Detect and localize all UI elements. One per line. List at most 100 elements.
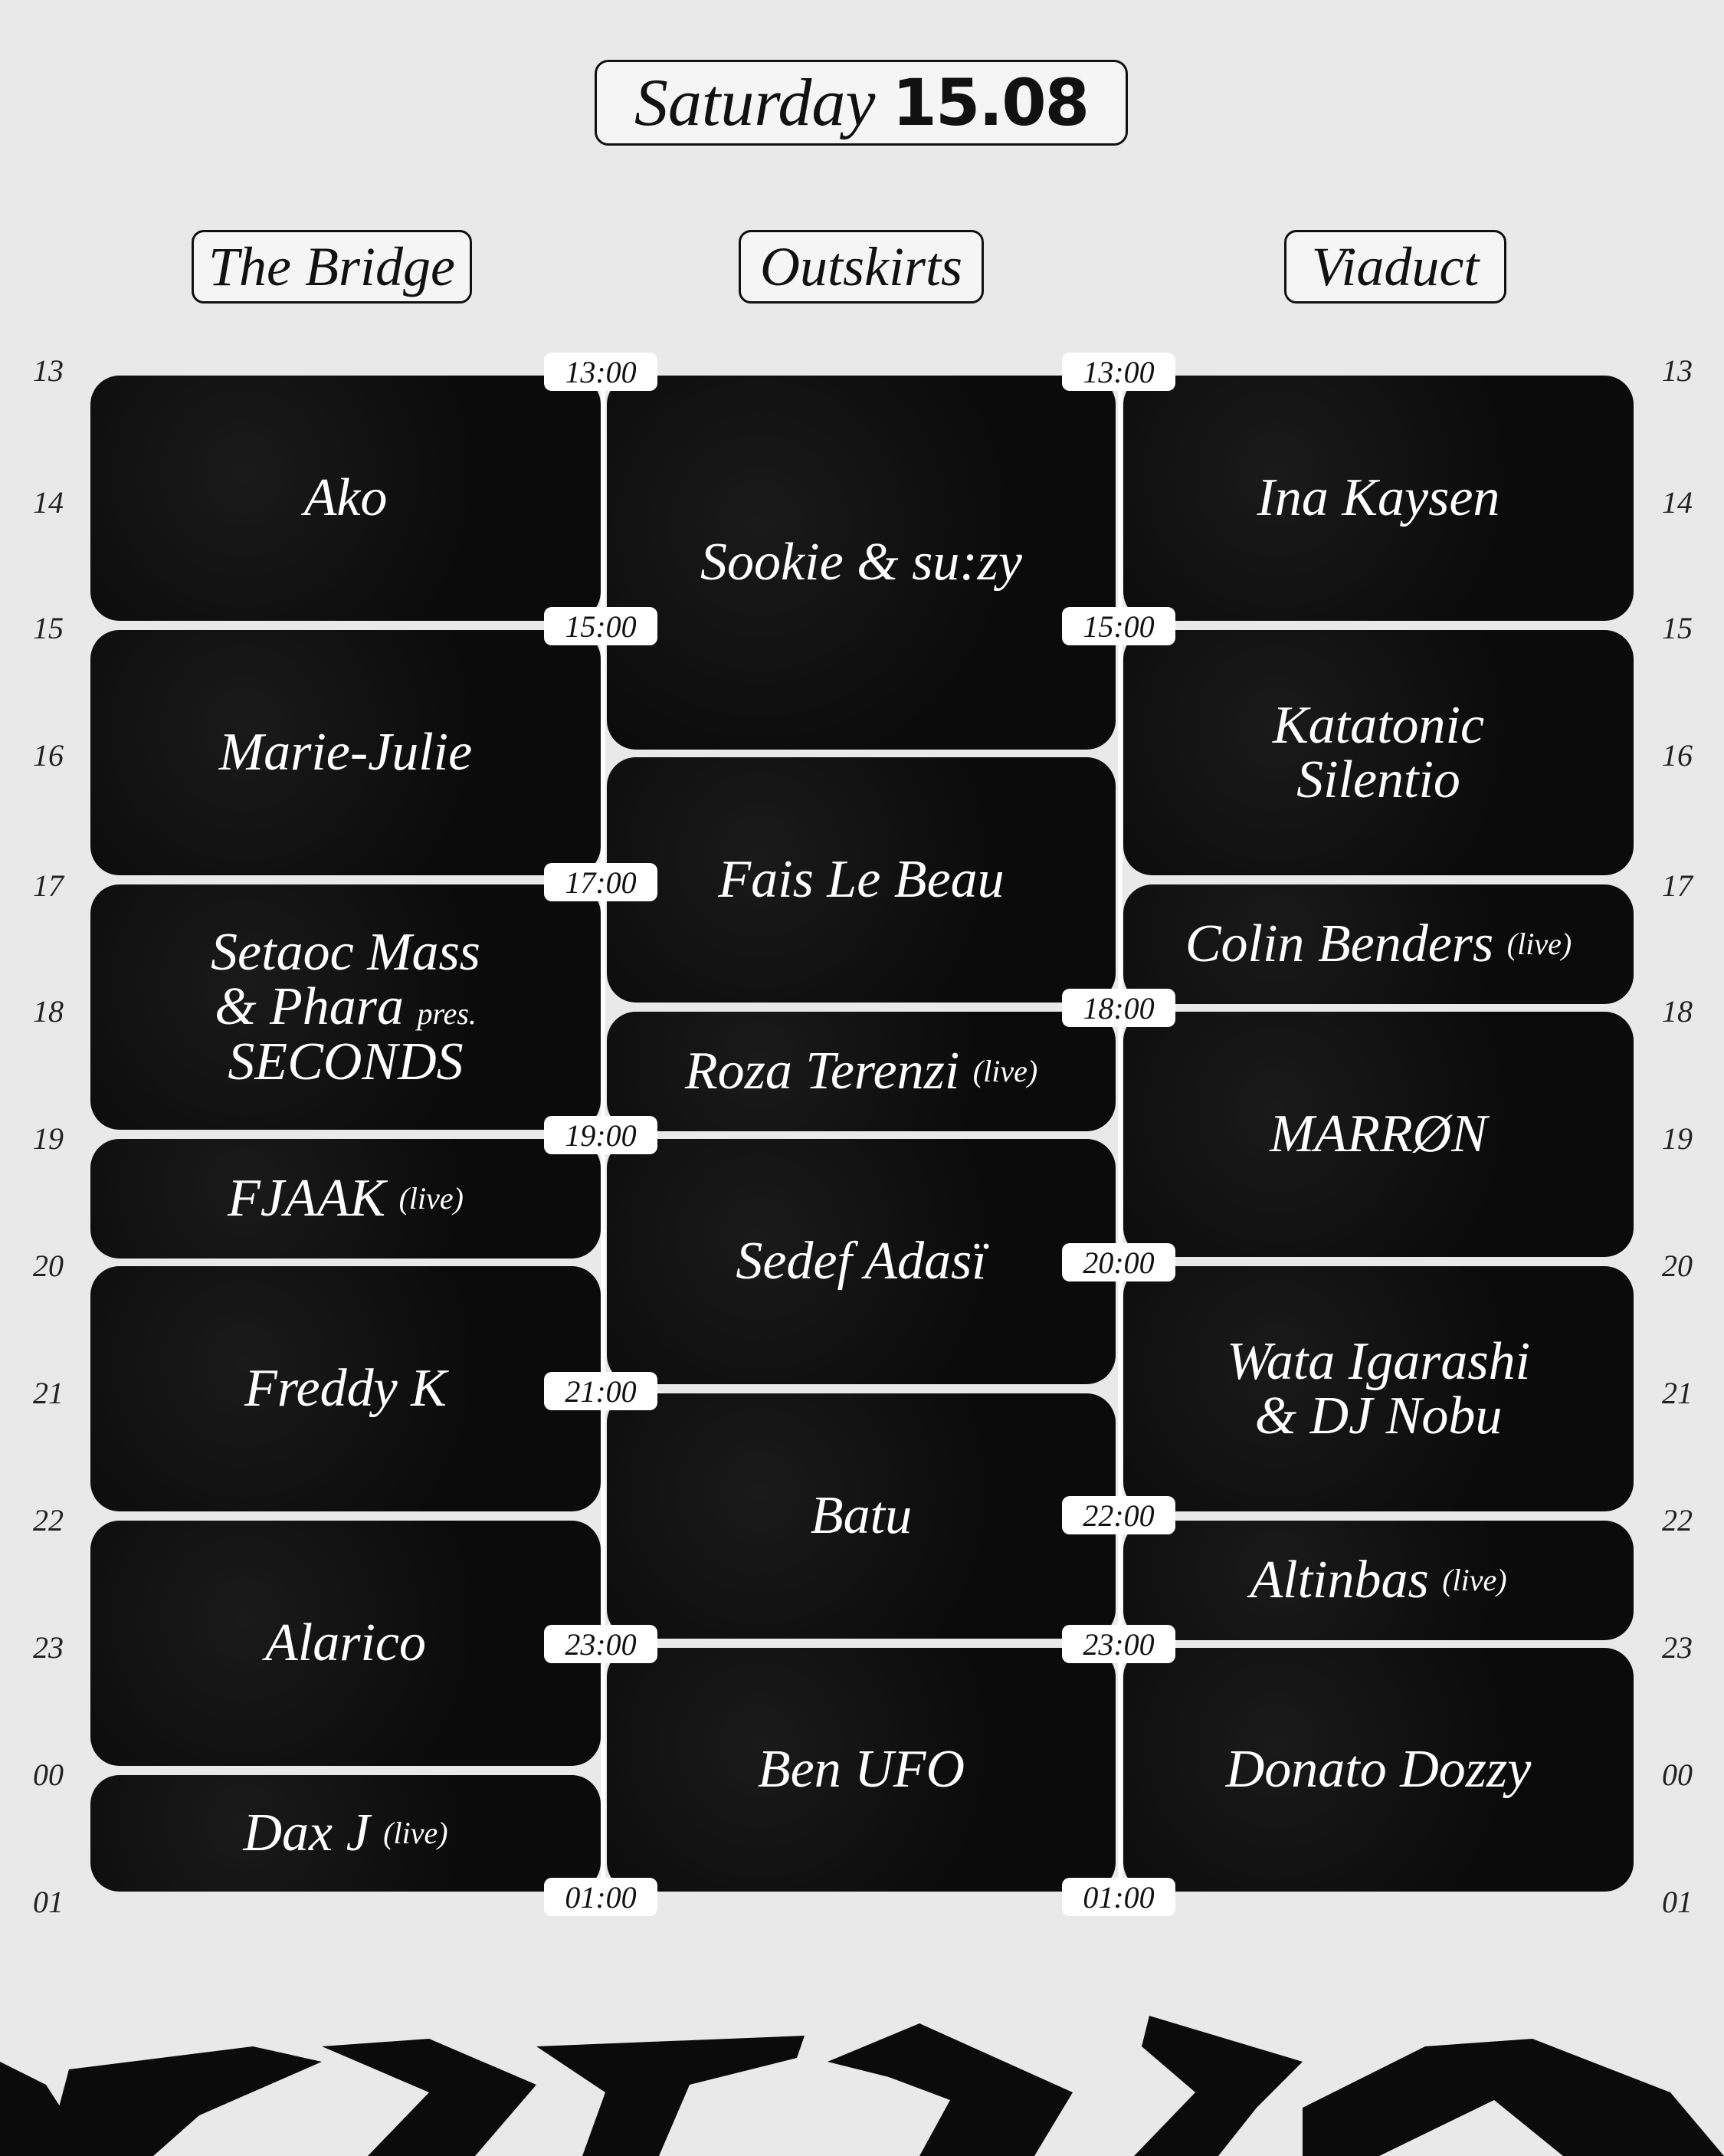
artist-name: Marie-Julie xyxy=(218,723,473,783)
set-colin-benders[interactable]: Colin Benders (live) xyxy=(1123,884,1634,1004)
set-ben-ufo[interactable]: Ben UFO xyxy=(607,1648,1116,1892)
hour-right-23: 23 xyxy=(1662,1630,1693,1665)
hour-left-14: 14 xyxy=(33,485,64,520)
set-marron[interactable]: MARRØN xyxy=(1123,1012,1634,1257)
set-alarico[interactable]: Alarico xyxy=(90,1521,601,1766)
hour-right-21: 21 xyxy=(1662,1376,1693,1410)
hour-right-16: 16 xyxy=(1662,738,1693,773)
artist-name: Roza Terenzi xyxy=(684,1042,960,1101)
artist-name: Fais Le Beau xyxy=(718,850,1005,910)
artist-name: Colin Benders xyxy=(1185,914,1494,974)
hour-right-15: 15 xyxy=(1662,611,1693,645)
artist-name: Alarico xyxy=(265,1613,426,1673)
set-katatonic-silentio[interactable]: Katatonic Silentio xyxy=(1123,630,1634,875)
artist-name-line3: SECONDS xyxy=(228,1032,464,1091)
pres-note: pres. xyxy=(417,996,477,1032)
artist-name: Batu xyxy=(810,1486,913,1546)
time-tag-1700-left: 17:00 xyxy=(544,863,657,901)
live-note: (live) xyxy=(398,1180,464,1216)
artist-name: Altinbas xyxy=(1250,1551,1429,1610)
hour-left-21: 21 xyxy=(33,1376,64,1410)
logo-shape-2 xyxy=(46,2046,322,2156)
logo-shape-4 xyxy=(536,2036,805,2156)
artist-name: Ben UFO xyxy=(757,1740,965,1800)
artist-name: Dax J xyxy=(243,1803,370,1863)
set-sedef-adasi[interactable]: Sedef Adasï xyxy=(607,1139,1116,1384)
logo-shape-3 xyxy=(322,2039,536,2156)
hour-left-20: 20 xyxy=(33,1249,64,1283)
hour-left-19: 19 xyxy=(33,1121,64,1156)
stage-header-the-bridge: The Bridge xyxy=(192,230,472,304)
time-tag-1300-right: 13:00 xyxy=(1062,353,1175,391)
time-tag-1300-left: 13:00 xyxy=(544,353,657,391)
hour-left-17: 17 xyxy=(33,868,64,903)
hour-right-18: 18 xyxy=(1662,994,1693,1029)
hour-right-00: 00 xyxy=(1662,1757,1693,1792)
hour-right-19: 19 xyxy=(1662,1121,1693,1156)
festival-logo xyxy=(0,2016,1724,2156)
artist-name: Katatonic xyxy=(1272,695,1485,755)
set-roza-terenzi[interactable]: Roza Terenzi (live) xyxy=(607,1012,1116,1131)
set-fais-le-beau[interactable]: Fais Le Beau xyxy=(607,757,1116,1003)
artist-name: Ina Kaysen xyxy=(1257,468,1500,528)
hour-right-01: 01 xyxy=(1662,1885,1693,1919)
logo-shape-5 xyxy=(828,2023,1073,2156)
artist-name: Setaoc Mass xyxy=(211,922,480,982)
logo-shape-6 xyxy=(1134,2016,1303,2156)
set-ina-kaysen[interactable]: Ina Kaysen xyxy=(1123,376,1634,621)
artist-name: Sookie & su:zy xyxy=(700,533,1022,592)
time-tag-0100-right: 01:00 xyxy=(1062,1878,1175,1916)
hour-right-22: 22 xyxy=(1662,1503,1693,1537)
artist-name: Wata Igarashi xyxy=(1226,1331,1531,1391)
artist-name: MARRØN xyxy=(1270,1104,1487,1164)
hour-right-14: 14 xyxy=(1662,485,1693,520)
time-tag-0100-left: 01:00 xyxy=(544,1878,657,1916)
hour-left-23: 23 xyxy=(33,1630,64,1665)
hour-right-17: 17 xyxy=(1662,868,1693,903)
artist-name: Ako xyxy=(303,468,388,528)
hour-left-22: 22 xyxy=(33,1503,64,1537)
artist-name: Freddy K xyxy=(244,1359,447,1419)
artist-name-line2: & DJ Nobu xyxy=(1254,1386,1503,1446)
artist-name: FJAAK xyxy=(228,1169,386,1229)
time-tag-2100-left: 21:00 xyxy=(544,1372,657,1410)
live-note: (live) xyxy=(972,1053,1038,1088)
time-tag-2000-right: 20:00 xyxy=(1062,1243,1175,1281)
hour-left-18: 18 xyxy=(33,994,64,1029)
set-wata-igarashi-dj-nobu[interactable]: Wata Igarashi & DJ Nobu xyxy=(1123,1266,1634,1511)
artist-name: Donato Dozzy xyxy=(1225,1740,1532,1800)
live-note: (live) xyxy=(1506,926,1572,961)
stage-header-outskirts: Outskirts xyxy=(739,230,984,304)
hour-left-13: 13 xyxy=(33,353,64,388)
artist-name-line2: & Phara xyxy=(215,977,405,1037)
stage-header-viaduct: Viaduct xyxy=(1284,230,1506,304)
time-tag-2300-left: 23:00 xyxy=(544,1625,657,1663)
set-ako[interactable]: Ako xyxy=(90,376,601,621)
artist-name: Sedef Adasï xyxy=(736,1232,987,1291)
set-setaoc-mass-phara[interactable]: Setaoc Mass & Phara pres. SECONDS xyxy=(90,884,601,1130)
time-tag-1500-left: 15:00 xyxy=(544,607,657,645)
live-note: (live) xyxy=(1442,1562,1507,1597)
hour-left-15: 15 xyxy=(33,611,64,645)
time-tag-2200-right: 22:00 xyxy=(1062,1496,1175,1534)
set-batu[interactable]: Batu xyxy=(607,1393,1116,1639)
logo-shape-7 xyxy=(1303,2039,1724,2156)
set-freddy-k[interactable]: Freddy K xyxy=(90,1266,601,1511)
time-tag-1800-right: 18:00 xyxy=(1062,989,1175,1027)
hour-left-00: 00 xyxy=(33,1757,64,1792)
time-tag-2300-right: 23:00 xyxy=(1062,1625,1175,1663)
date-header: Saturday 15.08 xyxy=(595,60,1128,146)
set-donato-dozzy[interactable]: Donato Dozzy xyxy=(1123,1648,1634,1892)
set-altinbas[interactable]: Altinbas (live) xyxy=(1123,1521,1634,1640)
artist-name-line2: Silentio xyxy=(1296,750,1460,809)
date-label: 15.08 xyxy=(892,65,1090,140)
set-sookie-suzy[interactable]: Sookie & su:zy xyxy=(607,376,1116,750)
day-label: Saturday xyxy=(634,65,876,140)
hour-right-20: 20 xyxy=(1662,1249,1693,1283)
divider-right xyxy=(1118,371,1123,1896)
set-marie-julie[interactable]: Marie-Julie xyxy=(90,630,601,875)
hour-left-01: 01 xyxy=(33,1885,64,1919)
set-dax-j[interactable]: Dax J (live) xyxy=(90,1775,601,1892)
set-fjaak[interactable]: FJAAK (live) xyxy=(90,1139,601,1258)
hour-left-16: 16 xyxy=(33,738,64,773)
